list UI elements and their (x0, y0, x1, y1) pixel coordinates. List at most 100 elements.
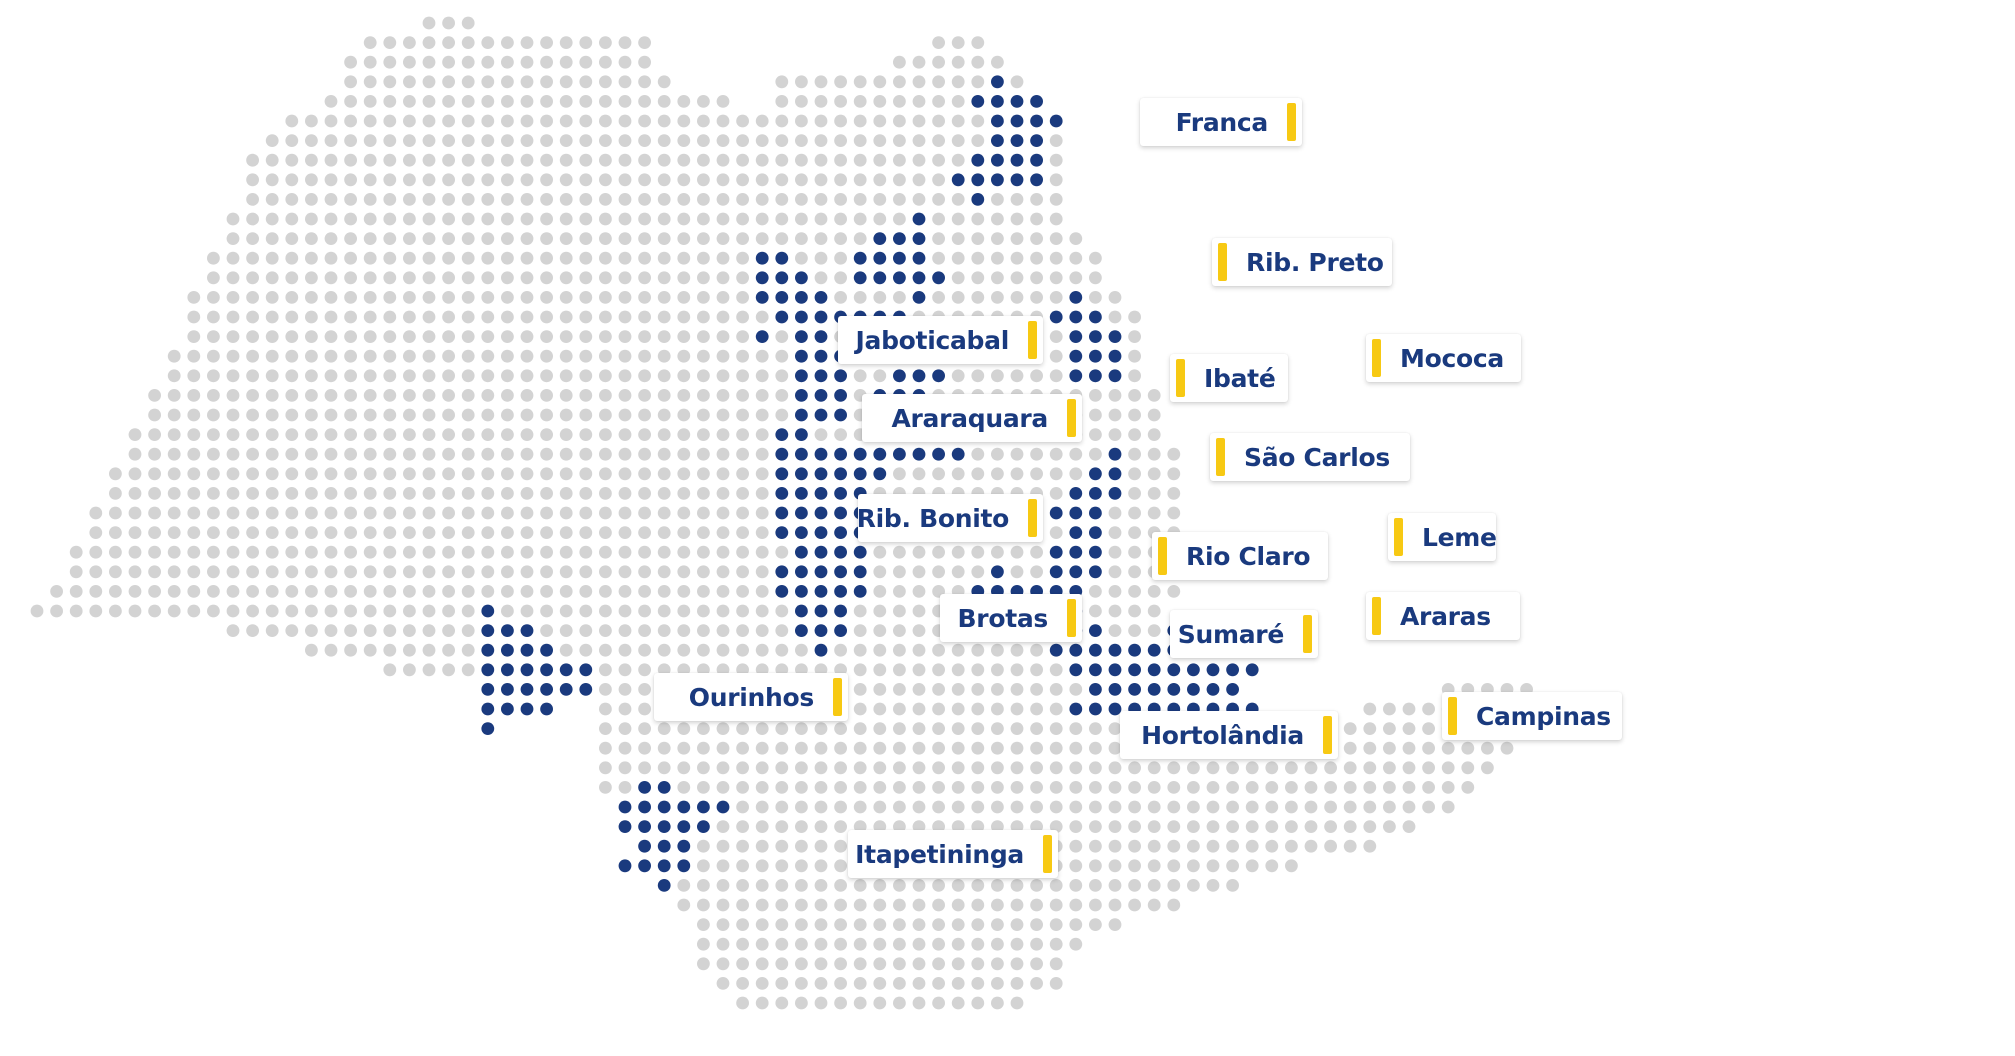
map-grid-dot (638, 585, 651, 598)
city-label-mococa[interactable]: Mococa (1366, 334, 1521, 382)
map-grid-dot (736, 722, 749, 735)
map-grid-dot (638, 565, 651, 579)
city-label-ibate[interactable]: Ibaté (1170, 354, 1288, 402)
city-highlight-dot (657, 800, 671, 814)
map-grid-dot (285, 212, 299, 226)
map-grid-dot (991, 291, 1004, 304)
map-grid-dot (736, 526, 749, 539)
map-grid-dot (207, 291, 220, 304)
map-grid-dot (540, 545, 553, 559)
map-grid-dot (383, 526, 397, 539)
map-grid-dot (383, 506, 397, 520)
map-grid-dot (873, 663, 887, 677)
map-grid-dot (265, 349, 279, 363)
map-grid-dot (344, 173, 357, 187)
map-grid-dot (1010, 761, 1024, 775)
city-label-franca[interactable]: Franca (1140, 98, 1302, 146)
map-grid-dot (403, 428, 416, 441)
city-label-sumare[interactable]: Sumaré (1170, 610, 1318, 658)
map-grid-dot (599, 310, 612, 324)
map-grid-dot (344, 369, 357, 383)
map-grid-dot (599, 447, 612, 461)
map-grid-dot (1422, 761, 1435, 775)
city-label-araras[interactable]: Araras (1366, 592, 1520, 640)
map-grid-dot (403, 55, 416, 69)
map-grid-dot (1265, 839, 1279, 853)
map-grid-dot (403, 408, 416, 422)
map-grid-dot (736, 389, 749, 402)
map-grid-dot (951, 643, 965, 657)
city-highlight-dot (795, 565, 808, 579)
city-label-itapetininga[interactable]: Itapetininga (848, 830, 1058, 878)
map-grid-dot (1069, 271, 1083, 285)
map-grid-dot (1147, 898, 1161, 912)
map-grid-dot (265, 428, 279, 441)
map-grid-dot (324, 428, 338, 441)
map-grid-dot (697, 95, 710, 108)
map-grid-dot (461, 232, 475, 246)
city-label-brotas[interactable]: Brotas (940, 594, 1082, 642)
map-grid-dot (1069, 839, 1083, 853)
map-grid-dot (716, 134, 730, 148)
city-label-ourinhos[interactable]: Ourinhos (654, 673, 848, 721)
map-grid-dot (677, 545, 691, 559)
city-label-leme[interactable]: Leme (1388, 513, 1497, 561)
map-grid-dot (1030, 957, 1043, 971)
map-grid-dot (775, 741, 789, 755)
map-grid-dot (1010, 212, 1024, 226)
map-grid-dot (736, 761, 749, 775)
city-label-rib-preto[interactable]: Rib. Preto (1212, 238, 1392, 286)
city-label-sao-carlos[interactable]: São Carlos (1210, 433, 1410, 481)
map-grid-dot (324, 526, 338, 539)
map-grid-dot (971, 545, 985, 559)
map-grid-dot (1049, 937, 1063, 951)
map-grid-dot (422, 271, 436, 285)
city-highlight-dot (893, 232, 906, 246)
city-highlight-dot (991, 114, 1004, 128)
map-grid-dot (1010, 879, 1024, 892)
map-grid-dot (579, 389, 593, 402)
city-name: Ibaté (1204, 363, 1276, 393)
map-grid-dot (1030, 741, 1043, 755)
map-grid-dot (795, 663, 808, 677)
map-grid-dot (383, 624, 397, 637)
map-grid-dot (403, 193, 416, 206)
map-grid-dot (363, 55, 377, 69)
map-grid-dot (638, 173, 651, 187)
map-grid-dot (1049, 153, 1063, 167)
map-grid-dot (540, 389, 553, 402)
map-grid-dot (873, 95, 887, 108)
map-grid-dot (1324, 800, 1337, 814)
map-grid-dot (481, 153, 495, 167)
city-label-araraquara[interactable]: Araraquara (862, 394, 1082, 442)
city-label-jaboticabal[interactable]: Jaboticabal (838, 316, 1043, 364)
map-grid-dot (265, 487, 279, 500)
map-grid-dot (422, 291, 436, 304)
map-grid-dot (461, 95, 475, 108)
city-label-campinas[interactable]: Campinas (1442, 692, 1622, 740)
city-highlight-dot (755, 251, 769, 265)
city-highlight-dot (834, 526, 847, 539)
map-grid-dot (363, 330, 377, 343)
city-label-rib-bonito[interactable]: Rib. Bonito (857, 494, 1043, 542)
map-grid-dot (1108, 310, 1122, 324)
map-grid-dot (128, 447, 142, 461)
city-highlight-dot (814, 643, 828, 657)
city-label-rio-claro[interactable]: Rio Claro (1152, 532, 1328, 580)
city-highlight-dot (520, 663, 534, 677)
map-grid-dot (305, 114, 318, 128)
label-tab-marker (1216, 438, 1225, 476)
map-grid-dot (736, 820, 749, 833)
map-grid-dot (579, 330, 593, 343)
map-grid-dot (912, 467, 926, 481)
map-grid-dot (1187, 781, 1200, 794)
map-grid-dot (481, 212, 495, 226)
map-grid-dot (344, 193, 357, 206)
map-grid-dot (697, 898, 710, 912)
map-grid-dot (834, 820, 847, 833)
map-grid-dot (736, 173, 749, 187)
city-label-hortolandia[interactable]: Hortolândia (1120, 711, 1338, 759)
map-grid-dot (559, 565, 573, 579)
map-grid-dot (1226, 781, 1239, 794)
map-grid-dot (344, 585, 357, 598)
